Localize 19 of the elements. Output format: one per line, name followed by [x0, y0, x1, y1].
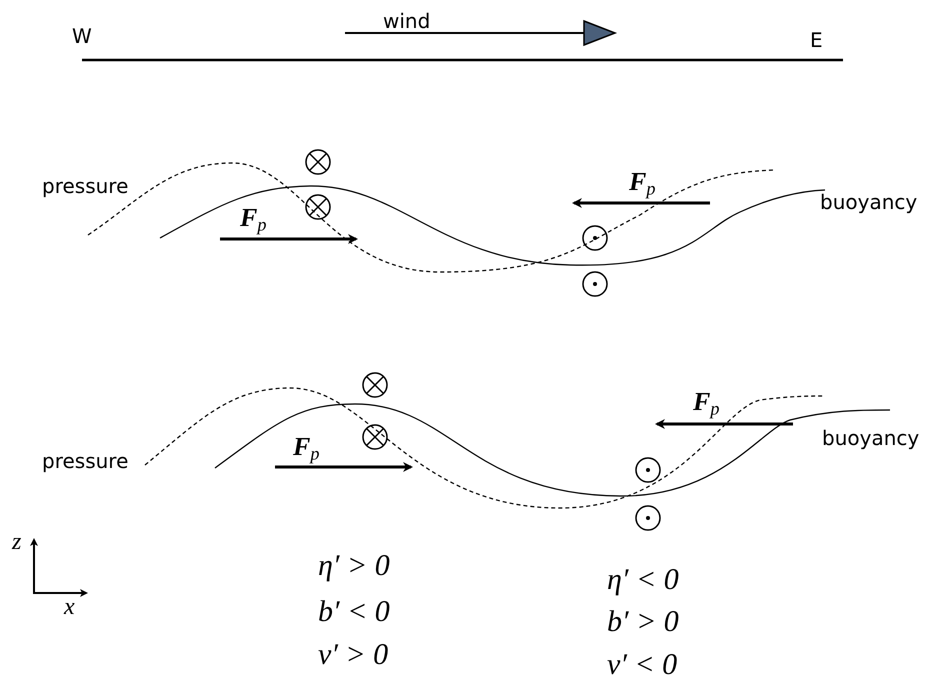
curve-label: pressure	[42, 176, 128, 196]
axis-label: x	[64, 595, 75, 619]
math-expression: b′ > 0	[607, 607, 679, 637]
math-expression: η′ < 0	[607, 565, 679, 595]
direction-label: E	[810, 30, 823, 50]
force-label: F$_{p}$	[240, 205, 266, 234]
math-expression: b′ < 0	[318, 597, 390, 627]
curve-label: pressure	[42, 451, 128, 471]
force-label: F$_{p}$	[293, 434, 320, 463]
wind-label: wind	[383, 11, 430, 31]
force-label: F$_{p}$	[629, 169, 656, 198]
math-expression: η′ > 0	[318, 551, 390, 581]
direction-label: W	[72, 26, 92, 46]
math-expression: v′ < 0	[607, 650, 678, 680]
axis-label: z	[12, 530, 22, 554]
force-label: F$_{p}$	[693, 389, 720, 418]
math-expression: v′ > 0	[318, 640, 388, 670]
curve-label: buoyancy	[822, 428, 920, 448]
curve-label: buoyancy	[820, 192, 918, 212]
